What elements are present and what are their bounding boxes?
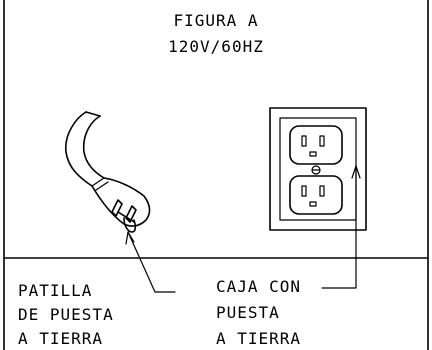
plug-leader-arrow: [125, 231, 176, 293]
plug-label-line1: PATILLA: [18, 281, 92, 300]
outlet-label-line2: PUESTA: [216, 303, 280, 322]
plug-label-line3: A TIERRA: [18, 329, 103, 348]
figure-title: FIGURA A: [173, 11, 258, 30]
plug-label-line2: DE PUESTA: [18, 305, 114, 324]
figure-subtitle: 120V/60HZ: [168, 37, 264, 56]
outlet-label-line3: A TIERRA: [216, 329, 301, 348]
outlet-leader-arrow: [321, 165, 361, 289]
outlet-label-line1: CAJA CON: [216, 277, 301, 296]
power-plug-icon: [65, 111, 151, 233]
duplex-outlet-icon: [269, 107, 367, 231]
